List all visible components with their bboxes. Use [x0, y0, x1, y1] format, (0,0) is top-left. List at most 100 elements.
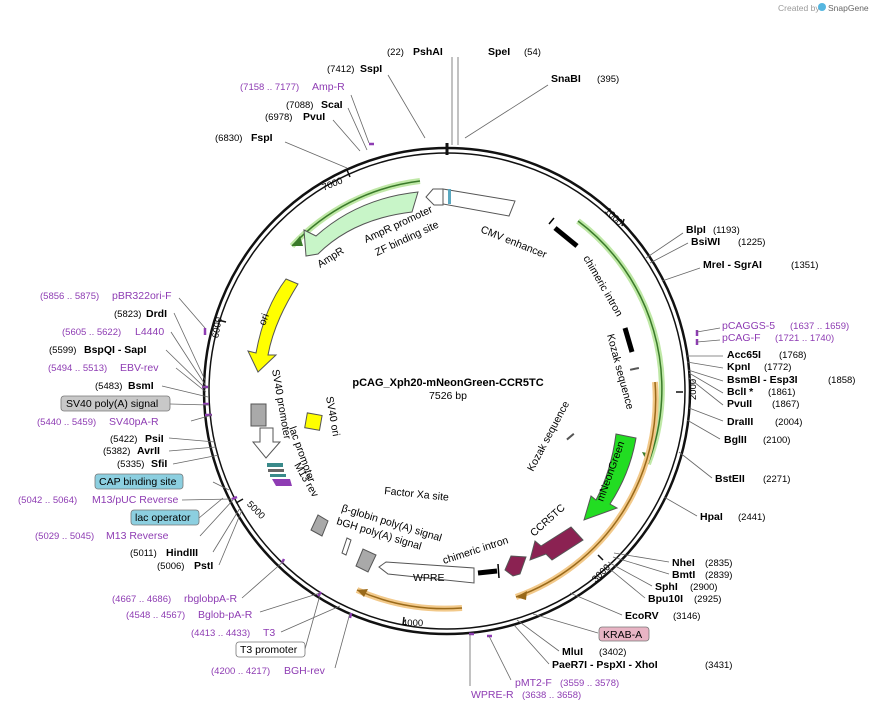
leader-sv40polya — [169, 403, 210, 406]
leader-bsteii — [678, 451, 713, 479]
leader-ecorv — [569, 592, 623, 616]
enzyme-name: AvrII — [137, 445, 160, 457]
enzyme-name: ScaI — [321, 99, 343, 111]
primer-name: Amp-R — [312, 81, 345, 93]
primer-name: Bglob-pA-R — [198, 609, 253, 621]
primer-mark-t3 — [348, 612, 353, 619]
enzyme-name: BsiWI — [691, 236, 720, 248]
leader-scai — [347, 107, 368, 151]
leader-bsmbi — [687, 369, 724, 382]
leader-bpu10i — [604, 564, 646, 599]
cmv-marker — [448, 189, 451, 204]
leader-ebv — [175, 367, 207, 393]
ori-arrow — [247, 278, 299, 373]
cmv-enhancer-arrow — [442, 188, 516, 217]
primer-name: BGH-rev — [284, 665, 326, 677]
enzyme-pos: (395) — [597, 74, 619, 85]
primer-name: pBR322ori-F — [112, 290, 172, 302]
primer-name: EBV-rev — [120, 362, 159, 374]
enzyme-name: FspI — [251, 132, 273, 144]
lac-promoter-mark — [268, 469, 284, 472]
enzyme-pos: (5599) — [49, 345, 76, 356]
enzyme-name: BglII — [724, 434, 747, 446]
cap-binding-mark — [267, 463, 283, 467]
tick-label-7000: 7000 — [321, 175, 345, 193]
enzyme-pos: (5483) — [95, 381, 122, 392]
enzyme-pos: (2441) — [738, 512, 765, 523]
tick-mark-4000 — [402, 616, 405, 626]
enzyme-name: SpeI — [488, 46, 510, 58]
tick-mark-6000 — [217, 319, 227, 323]
watermark-brand: SnapGene — [828, 3, 869, 13]
leader-sv40pa — [190, 414, 213, 422]
factor-xa-shape — [310, 514, 329, 537]
enzyme-pos: (1351) — [791, 260, 818, 271]
primer-pos: (4548 .. 4567) — [126, 610, 185, 621]
enzyme-pos: (5422) — [110, 434, 137, 445]
primer-pos: (5029 .. 5045) — [35, 531, 94, 542]
label-chimeric-intron-2: chimeric intron — [441, 534, 510, 567]
leader-sfii — [172, 454, 220, 465]
tick-label-4000: 4000 — [402, 618, 423, 629]
primer-mark-bglob — [317, 591, 322, 597]
label-sv40-polya-signal: SV40 poly(A) signal — [66, 398, 158, 410]
enzyme-name: SphI — [655, 581, 678, 593]
leader-pmt2 — [488, 635, 512, 681]
box-sv40-polya — [60, 395, 171, 412]
orf-arc-chimeric-line — [577, 220, 663, 465]
primer-name: M13/pUC Reverse — [92, 494, 179, 506]
enzyme-name: HindIII — [166, 547, 198, 559]
enzyme-name: NheI — [672, 557, 695, 569]
leader-drdi — [173, 312, 206, 381]
enzyme-name: Bpu10I — [648, 593, 683, 605]
enzyme-pos: (5823) — [114, 309, 141, 320]
enzyme-name: PvuI — [303, 111, 325, 123]
primer-pos: (3559 .. 3578) — [560, 678, 619, 689]
box-cap-binding — [94, 473, 184, 490]
tick-label-1000: 1000 — [602, 206, 625, 229]
ampr-arrow — [303, 191, 419, 257]
enzyme-pos: (1768) — [779, 350, 806, 361]
enzyme-pos: (2900) — [690, 582, 717, 593]
label-lac-operator: lac operator — [135, 512, 191, 524]
primer-pos: (4200 .. 4217) — [211, 666, 270, 677]
leader-sphi — [607, 561, 653, 587]
enzyme-name: BmtI — [672, 569, 695, 581]
leader-pbr322 — [178, 297, 206, 329]
enzyme-pos: (2100) — [763, 435, 790, 446]
primer-name: WPRE-R — [471, 689, 514, 701]
tick-mark-7000 — [346, 169, 351, 178]
enzyme-name: BclI * — [727, 386, 754, 398]
enzyme-pos: (2835) — [705, 558, 732, 569]
label-cmv-enhancer: CMV enhancer — [479, 224, 549, 262]
orf-arc-wpre-line — [356, 589, 463, 610]
leader-ampr — [350, 94, 370, 144]
enzyme-pos: (5006) — [157, 561, 184, 572]
enzyme-name: MreI - SgrAI — [703, 259, 762, 271]
primer-pos: (4413 .. 4433) — [191, 628, 250, 639]
label-sv40-ori: SV40 ori — [323, 395, 342, 437]
enzyme-pos: (2839) — [705, 570, 732, 581]
kozak-mark-2 — [566, 433, 575, 441]
primer-marks — [202, 142, 699, 638]
leader-rbglob — [241, 560, 285, 599]
primer-pos: (7158 .. 7177) — [240, 82, 299, 93]
enzyme-pos: (3146) — [673, 611, 700, 622]
enzyme-name: SfiI — [151, 458, 167, 470]
enzyme-pos: (1772) — [764, 362, 791, 373]
krab-a-arrow — [504, 555, 527, 577]
leader-t3-promoter — [304, 594, 321, 650]
label-krab-a: KRAB-A — [603, 629, 642, 641]
leader-kpni — [686, 361, 724, 369]
enzyme-pos: (5382) — [103, 446, 130, 457]
leader-pcaggs — [696, 327, 721, 333]
enzyme-pos: (1225) — [738, 237, 765, 248]
leader-krab — [532, 613, 599, 634]
enzyme-pos: (1861) — [768, 387, 795, 398]
enzyme-name: SspI — [360, 63, 382, 75]
leader-pvui — [332, 119, 361, 152]
label-t3-promoter: T3 promoter — [240, 644, 298, 656]
boxed-labels: SV40 poly(A) signal CAP binding site lac… — [60, 395, 650, 658]
enzyme-pos: (2925) — [694, 594, 721, 605]
